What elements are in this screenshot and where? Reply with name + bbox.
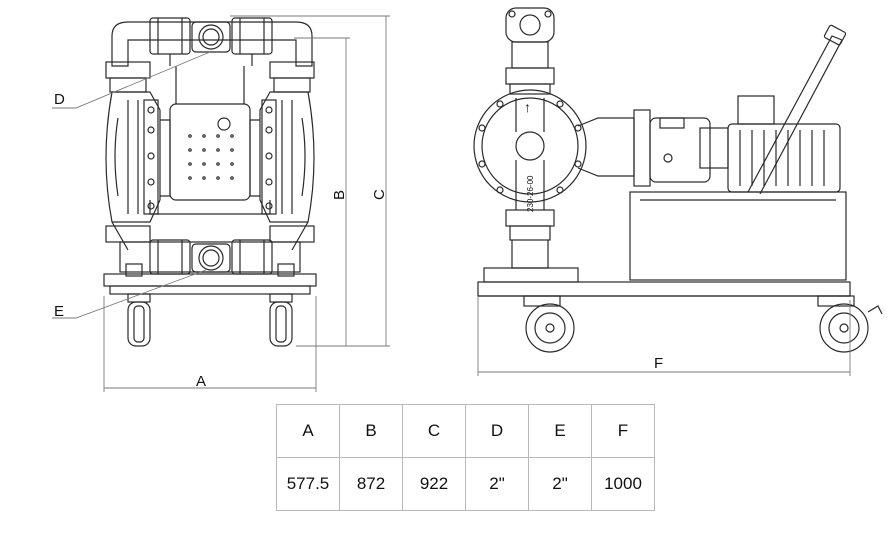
side-pump-foot — [483, 267, 579, 283]
dimension-value-row: 577.5 872 922 2" 2" 1000 — [276, 457, 655, 511]
outlet-fitting — [505, 7, 555, 95]
dimension-header-row: A B C D E F — [276, 404, 655, 458]
value-a: 577.5 — [276, 457, 340, 511]
side-dimensions — [477, 296, 851, 376]
side-view: ↑ 230-26-00 — [473, 7, 883, 353]
gearbox — [577, 109, 729, 187]
label-b: B — [331, 190, 348, 200]
cart-handle — [747, 24, 847, 195]
bottom-left-flange — [105, 225, 151, 243]
cart-base — [477, 281, 851, 297]
side-right-wheel — [817, 295, 883, 353]
label-f: F — [654, 355, 663, 372]
front-right-caster — [269, 293, 293, 347]
value-e: 2" — [528, 457, 592, 511]
center-block — [169, 66, 251, 201]
motor-platform — [629, 191, 847, 281]
housing-marking: 230-26-00 — [526, 175, 535, 212]
header-c: C — [402, 404, 466, 458]
flow-arrow-icon: ↑ — [524, 99, 531, 115]
bottom-right-flange — [269, 225, 315, 243]
electric-motor — [727, 95, 841, 193]
side-left-wheel — [523, 295, 575, 353]
front-dimensions — [52, 15, 390, 392]
value-c: 922 — [402, 457, 466, 511]
value-f: 1000 — [591, 457, 655, 511]
header-b: B — [339, 404, 403, 458]
value-d: 2" — [465, 457, 529, 511]
top-right-flange — [269, 61, 315, 79]
pump-drawing: A B C D E ↑ 230-26-00 — [52, 7, 883, 392]
label-e: E — [54, 303, 64, 320]
front-view — [103, 17, 317, 347]
pump-chamber-side — [473, 89, 587, 210]
label-d: D — [54, 91, 65, 108]
front-left-caster — [127, 293, 151, 347]
label-c: C — [371, 189, 388, 200]
dimension-table: A B C D E F 577.5 872 922 2" 2" 1000 — [276, 404, 655, 511]
value-b: 872 — [339, 457, 403, 511]
top-manifold — [111, 17, 313, 67]
header-f: F — [591, 404, 655, 458]
header-e: E — [528, 404, 592, 458]
left-chamber — [105, 91, 171, 223]
bottom-manifold — [119, 239, 301, 275]
header-a: A — [276, 404, 340, 458]
label-a: A — [196, 373, 206, 390]
header-d: D — [465, 404, 529, 458]
right-chamber — [249, 91, 315, 223]
